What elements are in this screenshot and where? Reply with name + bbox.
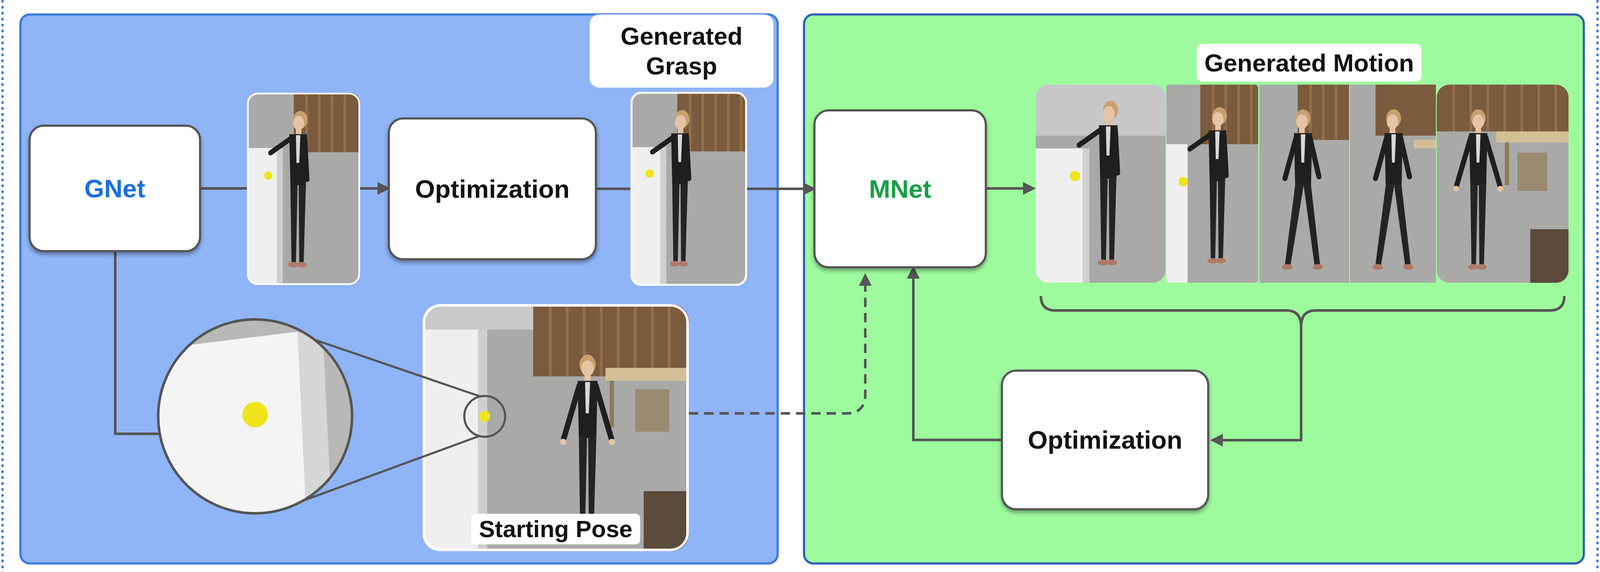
feedback-arrow: [1212, 326, 1302, 441]
page-border: [1, 0, 4, 572]
page-border: [1596, 0, 1599, 572]
motion-panel: [804, 14, 1584, 564]
starting-pose-image: [422, 304, 689, 552]
bracket: [1040, 295, 1565, 327]
flow-arrow: [913, 268, 1001, 441]
label-text: Starting Pose: [479, 514, 633, 543]
output-arrow: [986, 187, 1034, 190]
caption-label: Starting Pose: [471, 513, 641, 545]
process-box: Optimization: [387, 117, 597, 261]
process-box: Optimization: [1000, 369, 1210, 511]
node-text: MNet: [869, 174, 932, 204]
dashed-arrow: [688, 275, 866, 414]
motion-frames: [1035, 84, 1569, 283]
node-text: Optimization: [414, 174, 570, 204]
node-text: Optimization: [1027, 425, 1183, 455]
leader-line: [115, 252, 160, 434]
label-text: Generated Grasp: [598, 21, 765, 81]
node-text: GNet: [84, 173, 145, 204]
network-box: GNet: [28, 124, 202, 253]
magnifier: [158, 319, 482, 514]
caption-label: Generated Grasp: [589, 14, 774, 88]
label-text: Generated Motion: [1204, 48, 1414, 78]
grasp-panel: [20, 14, 778, 564]
grasp-image: [630, 91, 748, 286]
grasp-image: [247, 92, 361, 285]
caption-label: Generated Motion: [1196, 43, 1422, 82]
network-box: MNet: [813, 109, 987, 269]
